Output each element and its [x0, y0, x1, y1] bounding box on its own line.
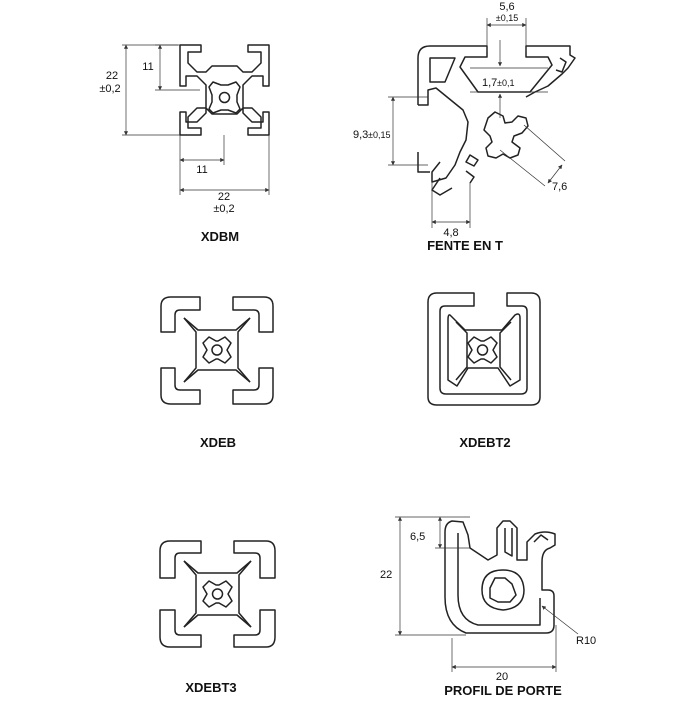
slot-width-label: 5,6	[499, 1, 514, 13]
porte-profile	[444, 520, 556, 634]
xdbm-width-tolerance: ±0,2	[213, 203, 234, 215]
xdbm-height-label: 22	[106, 70, 118, 82]
porte-dimensions	[395, 516, 579, 672]
slot-depth-tolerance: ±0,1	[497, 78, 514, 88]
xdebt2-profile	[427, 292, 541, 406]
xdebt2-drawing: XDEBT2	[427, 292, 541, 450]
xdbm-drawing: 22 ±0,2 11 11 22 ±0,2 XDBM	[99, 44, 270, 244]
fente-en-t-drawing: 5,6 ±0,15 1,7 ±0,1 9,3 ±0,15 7,6 4,8 FEN…	[353, 1, 576, 253]
xdbm-half-width-label: 11	[196, 164, 207, 176]
xdebt3-caption: XDEBT3	[185, 680, 236, 695]
slot-height-tolerance: ±0,15	[368, 130, 390, 140]
xdbm-half-height-label: 11	[142, 61, 153, 73]
xdebt3-profile	[159, 540, 276, 648]
xdebt3-drawing: XDEBT3	[159, 540, 276, 695]
xdbm-width-label: 22	[218, 191, 230, 203]
xdbm-caption: XDBM	[201, 229, 239, 244]
xdeb-drawing: XDEB	[160, 296, 274, 450]
porte-caption: PROFIL DE PORTE	[444, 683, 562, 698]
door-top-offset-label: 6,5	[410, 531, 425, 543]
xdbm-dimensions	[122, 44, 270, 195]
slot-depth-label: 1,7	[482, 77, 497, 89]
fente-caption: FENTE EN T	[427, 238, 503, 253]
door-radius-label: R10	[576, 635, 596, 647]
xdeb-caption: XDEB	[200, 435, 236, 450]
slot-width-tolerance: ±0,15	[496, 13, 518, 23]
fente-dimensions	[388, 18, 566, 228]
xdbm-height-tolerance: ±0,2	[99, 83, 120, 95]
xdebt2-caption: XDEBT2	[459, 435, 510, 450]
slot-diagonal-label: 7,6	[552, 181, 567, 193]
profil-de-porte-drawing: 6,5 22 R10 20 PROFIL DE PORTE	[380, 516, 596, 698]
slot-height-label: 9,3	[353, 129, 368, 141]
door-height-label: 22	[380, 569, 392, 581]
xdeb-profile	[160, 296, 274, 405]
door-width-label: 20	[496, 671, 508, 683]
slot-opening-label: 4,8	[443, 227, 458, 239]
